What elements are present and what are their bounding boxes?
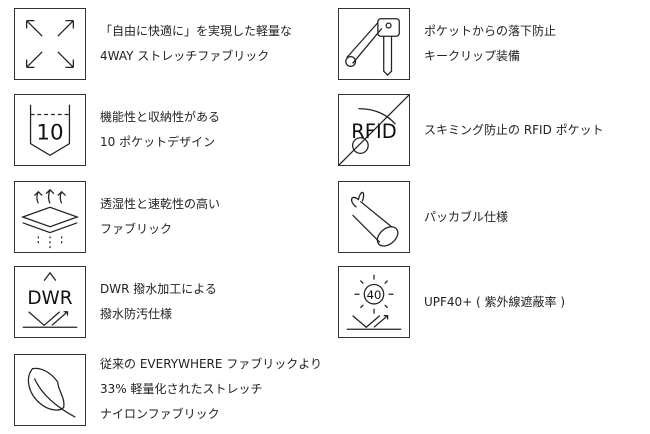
- feature-text: スキミング防止の RFID ポケット: [424, 122, 604, 137]
- feature-key-clip: ポケットからの落下防止キークリップ装備: [338, 8, 556, 80]
- feature-breathable: 透湿性と速乾性の高いファブリック: [14, 181, 220, 253]
- stretch-arrows-icon: [14, 8, 86, 80]
- feature-text: 透湿性と速乾性の高い: [100, 197, 221, 211]
- feature-text: 撥水防汚仕様: [100, 307, 173, 321]
- svg-text:10: 10: [36, 121, 63, 146]
- feature-text: 33% 軽量化されたストレッチ: [100, 382, 263, 396]
- feature-text: 「自由に快適に」を実現した軽量な: [100, 24, 293, 38]
- feature-text: ファブリック: [100, 222, 173, 236]
- feature-pockets: 10 機能性と収納性がある 10 ポケットデザイン: [14, 94, 220, 166]
- feature-text: 4WAY ストレッチファブリック: [100, 49, 270, 63]
- dwr-icon: DWR: [14, 266, 86, 338]
- feature-text: 10 ポケットデザイン: [100, 135, 216, 149]
- ten-pockets-icon: 10: [14, 94, 86, 166]
- feature-stretch: 「自由に快適に」を実現した軽量な 4WAY ストレッチファブリック: [14, 8, 292, 80]
- feature-dwr: DWR DWR 撥水加工による撥水防汚仕様: [14, 266, 217, 338]
- rfid-icon: RFID: [338, 94, 410, 166]
- feature-text: UPF40+ ( 紫外線遮蔽率 ): [424, 294, 566, 309]
- feature-text: DWR 撥水加工による: [100, 282, 217, 296]
- feature-rfid: RFID スキミング防止の RFID ポケット: [338, 94, 604, 166]
- feature-lightweight: 従来の EVERYWHERE ファブリックより 33% 軽量化されたストレッチナイ…: [14, 352, 322, 427]
- svg-text:RFID: RFID: [351, 120, 396, 143]
- feature-text: ポケットからの落下防止: [424, 24, 557, 38]
- breathable-layers-icon: [14, 181, 86, 253]
- key-clip-icon: [338, 8, 410, 80]
- feature-text: パッカブル仕様: [424, 209, 509, 224]
- feature-text: キークリップ装備: [424, 49, 521, 63]
- feather-icon: [14, 353, 86, 426]
- svg-text:40: 40: [367, 288, 382, 302]
- svg-text:DWR: DWR: [27, 288, 72, 309]
- packable-icon: [338, 181, 410, 253]
- feature-packable: パッカブル仕様: [338, 181, 508, 253]
- feature-text: ナイロンファブリック: [100, 407, 220, 421]
- feature-text: 機能性と収納性がある: [100, 110, 221, 124]
- feature-upf: 40 UPF40+ ( 紫外線遮蔽率 ): [338, 266, 565, 338]
- upf-sun-icon: 40: [338, 266, 410, 338]
- feature-text: 従来の EVERYWHERE ファブリックより: [100, 357, 323, 371]
